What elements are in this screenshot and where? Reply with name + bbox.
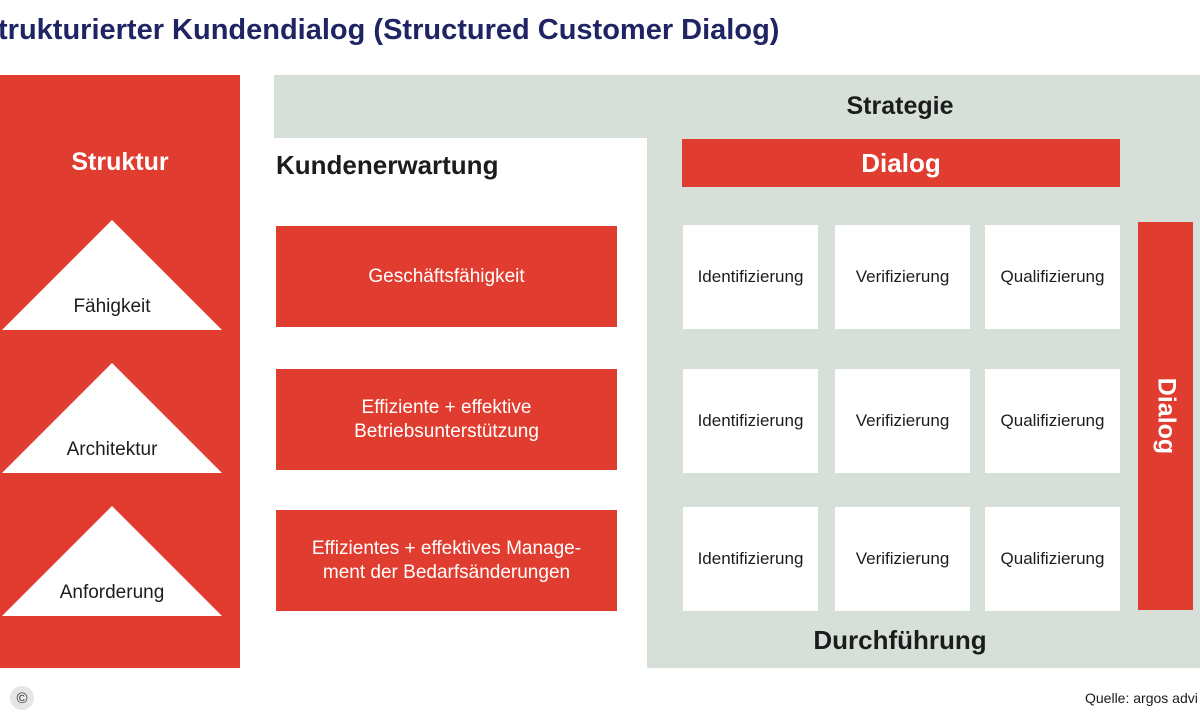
expectation-label: Geschäftsfähigkeit bbox=[368, 265, 525, 287]
structure-heading: Struktur bbox=[71, 148, 169, 176]
expectation-box: Effiziente + effektive Betriebsunterstüt… bbox=[276, 369, 617, 470]
execution-label: Durchführung bbox=[813, 625, 987, 655]
expectation-box: Effizientes + effektives Manage- ment de… bbox=[276, 510, 617, 611]
copyright-icon: © bbox=[10, 686, 34, 710]
strategy-label: Strategie bbox=[846, 92, 954, 120]
grid-cell: Verifizierung bbox=[835, 225, 970, 329]
pyramid-label: Fähigkeit bbox=[73, 296, 151, 317]
source-credit: Quelle: argos advi bbox=[1085, 690, 1198, 706]
strategy-band bbox=[274, 75, 1200, 138]
grid-cell: Identifizierung bbox=[683, 225, 818, 329]
triangle-shape-icon bbox=[2, 506, 222, 616]
triangle-shape-icon bbox=[2, 363, 222, 473]
grid-cell: Qualifizierung bbox=[985, 225, 1120, 329]
expectation-label: Effiziente + effektive Betriebsunterstüt… bbox=[354, 396, 539, 442]
expectation-box: Geschäftsfähigkeit bbox=[276, 226, 617, 327]
grid-cell: Identifizierung bbox=[683, 369, 818, 473]
pyramid-architektur: Architektur bbox=[2, 363, 222, 473]
expectation-label: Effizientes + effektives Manage- ment de… bbox=[311, 537, 582, 583]
page-title: trukturierter Kundendialog (Structured C… bbox=[0, 14, 780, 46]
pyramid-label: Architektur bbox=[66, 439, 158, 460]
grid-cell: Verifizierung bbox=[835, 507, 970, 611]
dialog-side-label: Dialog bbox=[1152, 377, 1180, 455]
grid-cell: Identifizierung bbox=[683, 507, 818, 611]
pyramid-anforderung: Anforderung bbox=[2, 506, 222, 616]
grid-cell: Verifizierung bbox=[835, 369, 970, 473]
customer-expectation-heading: Kundenerwartung bbox=[276, 150, 499, 180]
grid-cell: Qualifizierung bbox=[985, 507, 1120, 611]
dialog-header-bar: Dialog bbox=[682, 139, 1120, 187]
triangle-shape-icon bbox=[2, 220, 222, 330]
pyramid-label: Anforderung bbox=[59, 582, 165, 603]
dialog-side-bar: Dialog bbox=[1138, 222, 1193, 610]
pyramid-faehigkeit: Fähigkeit bbox=[2, 220, 222, 330]
grid-cell: Qualifizierung bbox=[985, 369, 1120, 473]
